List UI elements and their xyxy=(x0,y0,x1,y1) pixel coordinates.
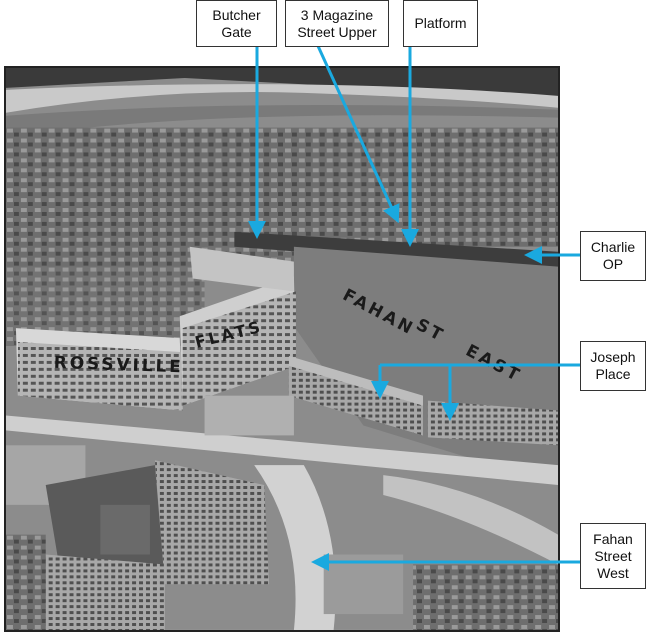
photo-text-rossville: ROSSVILLE xyxy=(54,352,185,377)
aerial-photo-drawing: ROSSVILLE FLATS FAHAN ST EAST xyxy=(6,68,558,630)
label-platform: Platform xyxy=(403,0,478,47)
label-fahan-street-west: Fahan Street West xyxy=(580,523,646,589)
label-joseph-place: Joseph Place xyxy=(580,341,646,391)
label-charlie-op: Charlie OP xyxy=(580,231,646,281)
label-butcher-gate: Butcher Gate xyxy=(196,0,277,47)
aerial-photograph: ROSSVILLE FLATS FAHAN ST EAST xyxy=(4,66,560,632)
label-3-magazine-street-upper: 3 Magazine Street Upper xyxy=(285,0,389,47)
